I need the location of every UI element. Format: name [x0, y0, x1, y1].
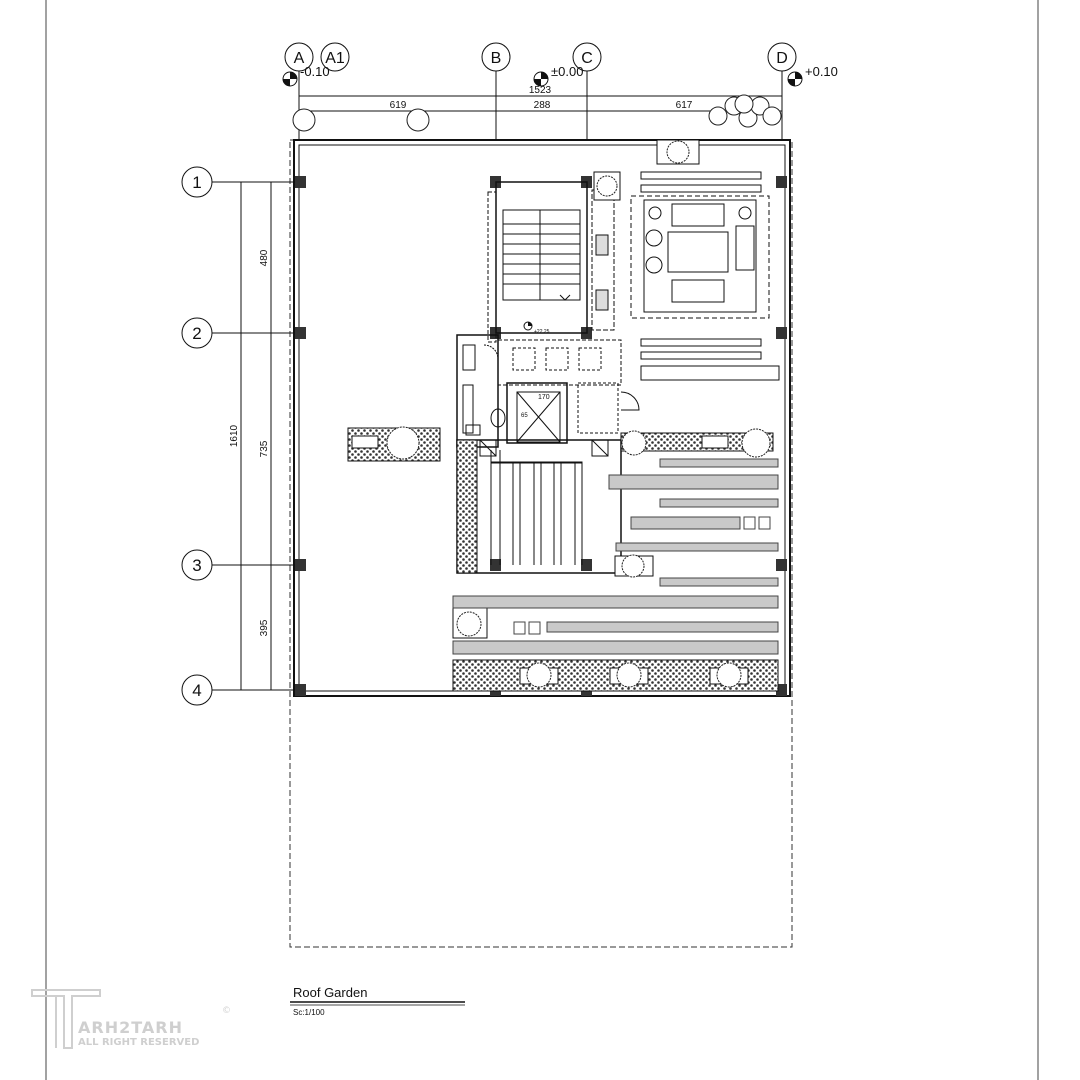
elevator-depth: 65 [521, 413, 528, 419]
planter-top [593, 139, 700, 201]
level-interior: +22.25 [534, 329, 550, 335]
top-dimensions: 1523 619 288 617 [298, 85, 783, 115]
drawing-title: Roof Garden [293, 985, 368, 1000]
dim-left-total: 1610 [229, 424, 240, 447]
drawing-scale: Sc:1/100 [293, 1008, 325, 1017]
dim-top-3: 617 [676, 100, 693, 111]
grid-label-A1: A1 [325, 50, 345, 67]
grid-label-2: 2 [192, 324, 201, 343]
dim-top-1: 619 [390, 100, 407, 111]
roof-outer-wall [293, 139, 791, 697]
elevator: 170 65 [506, 382, 640, 444]
dim-left-2: 735 [259, 440, 270, 457]
level-right: +0.10 [805, 64, 838, 79]
level-left: -0.10 [300, 64, 330, 79]
watermark-brand: ARH2TARH [78, 1018, 183, 1037]
bottom-planter-strip [452, 659, 779, 692]
watermark-copyright: © [222, 1006, 231, 1016]
roof-inner-wall [298, 144, 786, 692]
lower-floor-outline [289, 139, 793, 948]
left-dimensions: 1610 480 735 395 [229, 182, 272, 690]
stair-core [487, 181, 588, 343]
dim-left-1: 480 [259, 249, 270, 266]
watermark-logo-mark [31, 989, 101, 1049]
watermark-subtitle: ALL RIGHT RESERVED [78, 1037, 200, 1048]
pergola-block [456, 439, 622, 574]
grid-label-3: 3 [192, 556, 201, 575]
grid-label-C: C [581, 50, 593, 67]
dim-top-total: 1523 [529, 85, 552, 96]
dim-left-3: 395 [259, 619, 270, 636]
elevator-width: 170 [538, 394, 550, 401]
deck-boards [452, 458, 779, 655]
deck-planters [452, 428, 774, 639]
grid-label-D: D [776, 50, 788, 67]
bathroom-block [456, 334, 622, 448]
planter-left [347, 426, 441, 462]
grid-label-B: B [491, 50, 502, 67]
core-side-racks [591, 189, 615, 331]
tree-icons-top [292, 94, 782, 132]
grid-bubbles-left: 1 2 3 4 [181, 166, 299, 706]
grid-label-A: A [294, 50, 305, 67]
dim-top-2: 288 [534, 100, 551, 111]
grid-label-1: 1 [192, 173, 201, 192]
level-center: ±0.00 [551, 64, 583, 79]
level-markers: -0.10 ±0.00 +0.10 +22.25 [282, 64, 838, 335]
seating-area [630, 171, 780, 381]
grid-label-4: 4 [192, 681, 201, 700]
